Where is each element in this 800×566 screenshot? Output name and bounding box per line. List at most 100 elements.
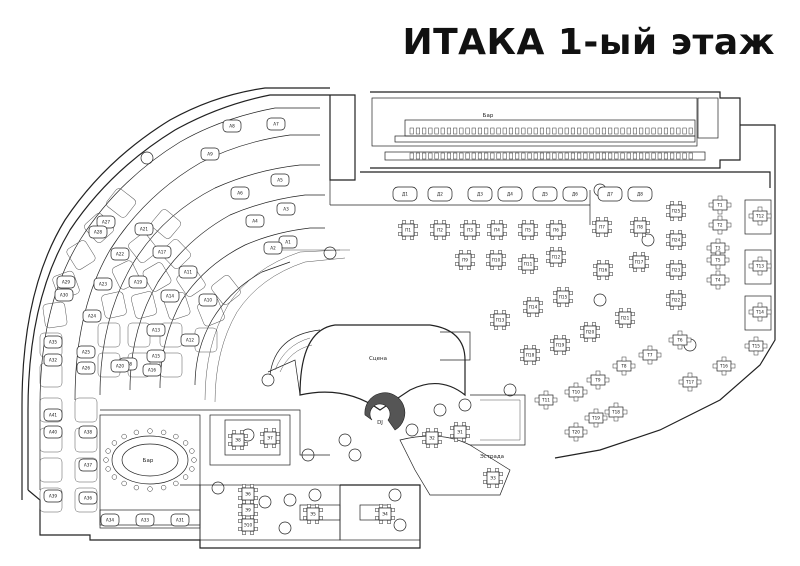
table-П17[interactable]: П17 [629,252,649,272]
table-A14[interactable]: A14 [160,289,180,303]
table-П9[interactable]: П9 [455,250,475,270]
table-T12[interactable]: T12 [748,206,772,226]
table-T8[interactable]: T8 [612,356,636,376]
table-A32[interactable]: A32 [43,353,63,367]
table-A7[interactable]: A7 [266,117,286,131]
table-П11[interactable]: П11 [518,254,538,274]
table-Э1[interactable]: Э1 [450,422,470,442]
table-Д6[interactable]: Д6 [562,186,588,202]
table-П14[interactable]: П14 [523,297,543,317]
table-A17[interactable]: A17 [152,245,172,259]
table-П19[interactable]: П19 [550,335,570,355]
table-A10[interactable]: A10 [198,293,218,307]
table-П15[interactable]: П15 [553,287,573,307]
table-T14[interactable]: T14 [748,302,772,322]
table-A13[interactable]: A13 [146,323,166,337]
table-A37[interactable]: A37 [78,458,98,472]
table-Э9[interactable]: Э9 [238,500,258,520]
table-A35[interactable]: A35 [43,335,63,349]
table-T18[interactable]: T18 [604,402,628,422]
table-A38[interactable]: A38 [78,425,98,439]
table-T9[interactable]: T9 [586,370,610,390]
table-Д5[interactable]: Д5 [532,186,558,202]
table-П4[interactable]: П4 [487,220,507,240]
table-A22[interactable]: A22 [110,247,130,261]
table-A29[interactable]: A29 [56,275,76,289]
table-A19[interactable]: A19 [128,275,148,289]
table-Д1[interactable]: Д1 [392,186,418,202]
table-A23[interactable]: A23 [93,277,113,291]
table-П3[interactable]: П3 [460,220,480,240]
table-T10[interactable]: T10 [564,382,588,402]
table-A33[interactable]: A33 [135,513,155,527]
table-T2[interactable]: T2 [708,215,732,235]
table-A12[interactable]: A12 [180,333,200,347]
table-A11[interactable]: A11 [178,265,198,279]
table-П18[interactable]: П18 [520,345,540,365]
table-A21[interactable]: A21 [134,222,154,236]
table-A5[interactable]: A5 [270,173,290,187]
table-A8[interactable]: A8 [222,119,242,133]
table-A2[interactable]: A2 [263,241,283,255]
table-A28[interactable]: A28 [88,225,108,239]
table-T17[interactable]: T17 [678,372,702,392]
table-A40[interactable]: A40 [43,425,63,439]
table-Э10[interactable]: Э10 [238,515,258,535]
table-П1[interactable]: П1 [398,220,418,240]
table-П8[interactable]: П8 [630,217,650,237]
table-A15[interactable]: A15 [146,349,166,363]
table-П21[interactable]: П21 [615,308,635,328]
table-Э7[interactable]: Э7 [260,428,280,448]
table-T1[interactable]: T1 [708,195,732,215]
table-Э6[interactable]: Э6 [238,484,258,504]
table-П22[interactable]: П22 [666,290,686,310]
table-A36[interactable]: A36 [78,491,98,505]
table-A9[interactable]: A9 [200,147,220,161]
table-A16[interactable]: A16 [142,363,162,377]
table-A30[interactable]: A30 [54,288,74,302]
table-T7[interactable]: T7 [638,345,662,365]
table-П20[interactable]: П20 [580,322,600,342]
table-T20[interactable]: T20 [564,422,588,442]
table-A25[interactable]: A25 [76,345,96,359]
table-T16[interactable]: T16 [712,356,736,376]
table-Э4[interactable]: Э4 [375,504,395,524]
table-A6[interactable]: A6 [230,186,250,200]
table-T5[interactable]: T5 [706,250,730,270]
table-П5[interactable]: П5 [518,220,538,240]
table-Д7[interactable]: Д7 [597,186,623,202]
table-П23[interactable]: П23 [666,260,686,280]
table-П7[interactable]: П7 [592,217,612,237]
table-A41[interactable]: A41 [43,408,63,422]
table-T13[interactable]: T13 [748,256,772,276]
table-A4[interactable]: A4 [245,214,265,228]
table-A20[interactable]: A20 [110,359,130,373]
table-A31[interactable]: A31 [170,513,190,527]
table-T15[interactable]: T15 [744,336,768,356]
table-Э8[interactable]: Э8 [228,430,248,450]
table-П2[interactable]: П2 [430,220,450,240]
table-T4[interactable]: T4 [706,270,730,290]
table-Д2[interactable]: Д2 [427,186,453,202]
table-T11[interactable]: T11 [534,390,558,410]
table-П6[interactable]: П6 [546,220,566,240]
table-П24[interactable]: П24 [666,230,686,250]
table-A3[interactable]: A3 [276,202,296,216]
table-П25[interactable]: П25 [666,201,686,221]
table-T19[interactable]: T19 [584,408,608,428]
table-П12[interactable]: П12 [546,247,566,267]
table-A26[interactable]: A26 [76,361,96,375]
table-Э2[interactable]: Э2 [422,428,442,448]
table-T6[interactable]: T6 [668,330,692,350]
table-Д4[interactable]: Д4 [497,186,523,202]
table-Д8[interactable]: Д8 [627,186,653,202]
table-Э5[interactable]: Э5 [303,504,323,524]
table-Д3[interactable]: Д3 [467,186,493,202]
table-A39[interactable]: A39 [43,489,63,503]
table-A24[interactable]: A24 [82,309,102,323]
table-П16[interactable]: П16 [593,260,613,280]
table-A34[interactable]: A34 [100,513,120,527]
table-П10[interactable]: П10 [486,250,506,270]
table-Э3[interactable]: Э3 [483,468,503,488]
table-П13[interactable]: П13 [490,310,510,330]
